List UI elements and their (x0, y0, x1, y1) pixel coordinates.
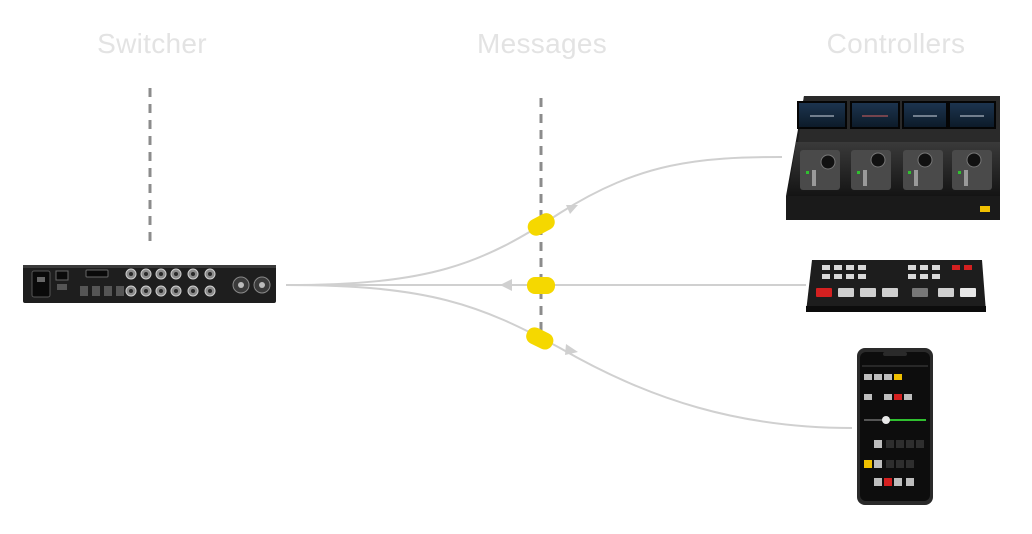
connection-line-bottom (285, 284, 853, 429)
arrow-left-icon (500, 279, 512, 291)
message-capsule-bottom (526, 327, 554, 350)
messages-heading: Messages (476, 28, 608, 59)
switcher-rear-panel-image (23, 265, 276, 303)
camera-control-panel-image (786, 96, 1000, 220)
message-capsule-top (527, 213, 555, 236)
arrow-right-icon (566, 205, 578, 214)
switcher-heading: Switcher (97, 28, 207, 59)
arrow-right-icon (565, 344, 578, 355)
message-capsule-middle (527, 277, 555, 294)
controllers-heading: Controllers (826, 28, 966, 59)
smartphone-app-image (857, 348, 933, 505)
atem-mini-controller-image (806, 260, 986, 312)
connection-line-top (285, 156, 783, 286)
